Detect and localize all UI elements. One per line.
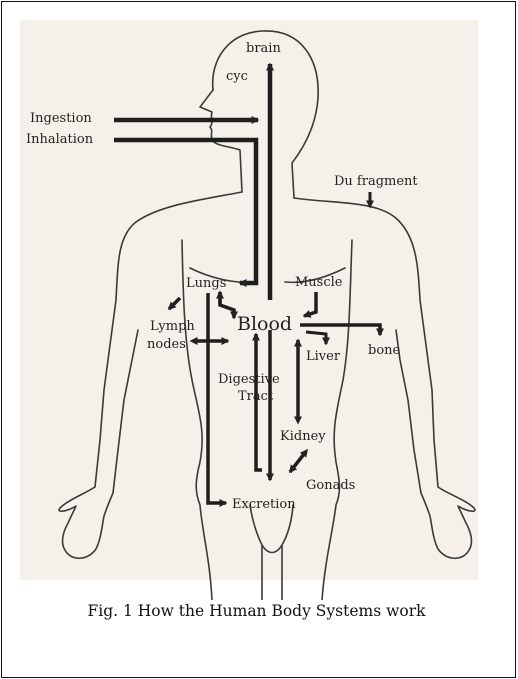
label-digestive-line2: Tract	[238, 389, 274, 404]
label-brain: brain	[246, 41, 281, 56]
label-lymph-line1: Lymph	[150, 319, 195, 334]
arrow-muscle-blood	[304, 292, 316, 316]
label-digestive-line1: Digestive	[218, 372, 280, 387]
label-ingestion: Ingestion	[30, 111, 92, 126]
label-lungs: Lungs	[186, 276, 226, 291]
labels: brain cyc Ingestion Inhalation Du fragme…	[26, 41, 418, 512]
arrow-inhalation	[114, 140, 256, 283]
arrow-lymph	[169, 298, 180, 309]
label-du-fragment: Du fragment	[334, 174, 418, 189]
label-lymph-line2: nodes	[147, 337, 186, 352]
label-bone: bone	[368, 343, 401, 358]
label-gonads: Gonads	[306, 478, 355, 493]
torso-right	[322, 240, 352, 600]
label-eye: cyc	[226, 69, 248, 84]
arrow-lungs-blood	[220, 292, 234, 318]
arrow-blood-liver	[306, 332, 326, 344]
label-kidney: Kidney	[280, 429, 326, 444]
arrow-kidney-gonads	[290, 454, 304, 472]
right-shoulder-arm	[294, 198, 475, 558]
label-muscle: Muscle	[295, 275, 343, 290]
label-liver: Liver	[306, 349, 341, 364]
label-blood: Blood	[237, 313, 292, 335]
body-systems-diagram: brain cyc Ingestion Inhalation Du fragme…	[0, 0, 518, 600]
figure-caption: Fig. 1 How the Human Body Systems work	[0, 602, 513, 620]
label-inhalation: Inhalation	[26, 132, 94, 147]
arrow-excretion	[208, 293, 226, 503]
label-excretion: Excretion	[232, 497, 296, 512]
groin	[250, 505, 293, 553]
